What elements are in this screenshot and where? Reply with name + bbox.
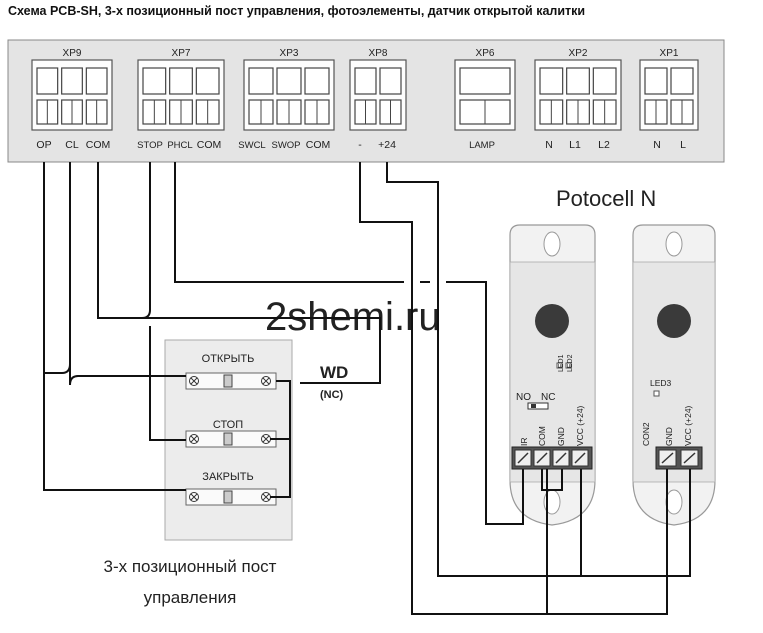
- connector-socket: [644, 67, 668, 95]
- wiring: [43, 162, 691, 615]
- wire-cl: [44, 162, 186, 386]
- connector-name: XP1: [660, 48, 679, 59]
- button-open: [185, 372, 277, 390]
- connector-socket: [304, 67, 330, 95]
- led1-label: LED1: [558, 354, 565, 372]
- wire-plus24-b: [581, 469, 691, 577]
- pin-label: -: [358, 139, 362, 151]
- button-close: [185, 488, 277, 506]
- connector-name: XP6: [476, 48, 495, 59]
- connector-name: XP8: [369, 48, 388, 59]
- jumper-no-label: NO: [516, 392, 531, 403]
- connector-name: XP3: [280, 48, 299, 59]
- connector-socket: [248, 67, 274, 95]
- connector-socket: [142, 67, 167, 95]
- transmitter-lens: [657, 304, 691, 338]
- connector-socket: [354, 67, 377, 95]
- jumper-block: [527, 402, 549, 410]
- connector-name: XP9: [63, 48, 82, 59]
- button-stop-label: СТОП: [213, 419, 243, 431]
- diagram-title: Схема PCB-SH, 3-х позиционный пост управ…: [8, 4, 586, 18]
- photocell-receiver: LED1 LED2 NO NC IR COM GND VCC (+24): [509, 224, 596, 526]
- term-con2-label: CON2: [641, 422, 651, 446]
- led3-label: LED3: [650, 378, 672, 388]
- connector-socket: [276, 67, 302, 95]
- receiver-lens: [535, 304, 569, 338]
- jumper-nc-label: NC: [541, 392, 555, 403]
- wire-post-rail: [270, 380, 291, 498]
- connector-name: XP2: [569, 48, 588, 59]
- wire-com-gnd: [541, 469, 563, 491]
- pin-label: CL: [65, 139, 79, 151]
- control-post: ОТКРЫТЬ СТОП ЗАКРЫТЬ: [164, 339, 293, 541]
- control-post-caption-line2: управления: [144, 588, 237, 607]
- pin-label: SWOP: [271, 140, 300, 151]
- pin-label: N: [653, 139, 661, 151]
- term-gnd2-label: GND: [664, 427, 674, 446]
- term-vcc-label: VCC (+24): [575, 405, 585, 446]
- pin-label: +24: [378, 139, 396, 151]
- connector-socket: [592, 67, 617, 95]
- pin-label: LAMP: [469, 140, 495, 151]
- pin-label: L1: [569, 139, 581, 151]
- pin-label: N: [545, 139, 553, 151]
- pin-label: L: [680, 139, 686, 151]
- pin-label: COM: [306, 139, 331, 151]
- wire-minus-b: [547, 469, 668, 615]
- connector-xp8: XP8 - +24: [349, 48, 407, 151]
- connector-socket: [566, 67, 590, 95]
- term-vcc2-label: VCC (+24): [683, 405, 693, 446]
- button-stop: [185, 430, 277, 448]
- connector-socket: [459, 67, 511, 95]
- connector-socket: [85, 67, 108, 95]
- button-close-label: ЗАКРЫТЬ: [202, 471, 253, 483]
- pin-label: L2: [598, 139, 610, 151]
- wire-minus: [359, 162, 548, 615]
- term-ir-label: IR: [519, 438, 529, 447]
- pin-label: OP: [36, 139, 51, 151]
- wire-plus24: [386, 162, 582, 577]
- button-open-label: ОТКРЫТЬ: [202, 353, 255, 365]
- wire-stop: [141, 162, 186, 441]
- photocell-title: Potocell N: [556, 186, 656, 211]
- wire-phcl: [174, 162, 404, 283]
- wd-sub-label: (NC): [320, 389, 344, 401]
- connector-socket: [36, 67, 59, 95]
- pin-label: STOP: [137, 140, 163, 151]
- connector-name: XP7: [172, 48, 191, 59]
- pin-label: PHCL: [167, 140, 192, 151]
- receiver-terminal-block: [511, 446, 593, 470]
- connector-socket: [539, 67, 564, 95]
- term-gnd-label: GND: [556, 427, 566, 446]
- photocell-transmitter: LED3 CON2 GND VCC (+24): [632, 224, 716, 526]
- wire-com9: [97, 162, 381, 384]
- pin-label: COM: [86, 139, 111, 151]
- connector-socket: [670, 67, 694, 95]
- connector-socket: [195, 67, 220, 95]
- led2-label: LED2: [567, 354, 574, 372]
- pin-label: SWCL: [238, 140, 265, 151]
- wd-label: WD: [320, 363, 348, 382]
- connector-socket: [169, 67, 193, 95]
- transmitter-terminal-block: [655, 446, 703, 470]
- wire-phcl-b: [420, 281, 524, 525]
- connector-socket: [61, 67, 83, 95]
- pin-label: COM: [197, 139, 222, 151]
- control-post-caption-line1: 3-х позиционный пост: [104, 557, 277, 576]
- connector-socket: [379, 67, 402, 95]
- term-com-label: COM: [537, 426, 547, 446]
- wire-op: [43, 162, 186, 491]
